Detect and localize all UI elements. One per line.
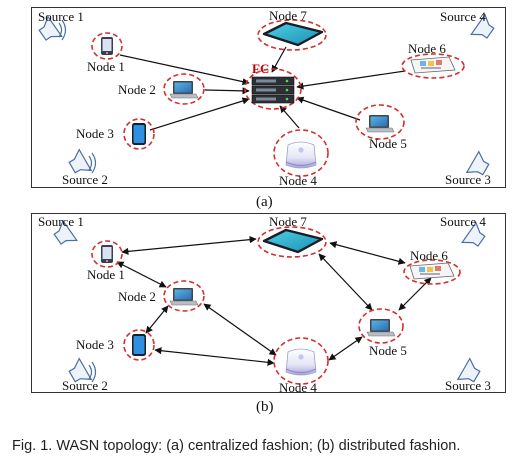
node7-ring: [257, 19, 327, 51]
node6-label-b: Node 6: [410, 248, 448, 263]
edge-node1-fc: [119, 54, 250, 86]
node1-phone-icon: [101, 37, 113, 55]
source2-label-b: Source 2: [62, 378, 108, 393]
node4-label-b: Node 4: [279, 380, 317, 395]
node7-ring-b: [257, 226, 327, 258]
node3-tablet-icon-b: [132, 334, 146, 356]
node4-ring: [273, 129, 329, 177]
node3-ring: [123, 118, 155, 150]
figure-caption: Fig. 1. WASN topology: (a) centralized f…: [12, 438, 460, 454]
panel-a-frame: [31, 7, 506, 188]
node5-label: Node 5: [369, 136, 407, 151]
panel-b-frame: [31, 213, 506, 393]
node1-label: Node 1: [87, 59, 125, 74]
node7-label: Node 7: [269, 8, 307, 23]
node5-label-b: Node 5: [369, 343, 407, 358]
node2-label-b: Node 2: [118, 289, 156, 304]
node1-label-b: Node 1: [87, 267, 125, 282]
node2-laptop-icon: [169, 80, 199, 99]
node5-ring-b: [358, 308, 404, 344]
fc-server-icon: [251, 76, 295, 104]
link-node2-node4: [203, 303, 277, 356]
source4-label: Source 4: [440, 9, 486, 24]
link-node7-node5: [318, 253, 373, 311]
node7-label-b: Node 7: [269, 214, 307, 229]
link-node4-node5: [328, 336, 363, 361]
node6-ring: [401, 53, 465, 79]
link-node2-node3: [145, 305, 169, 334]
node2-label: Node 2: [118, 82, 156, 97]
edge-node4-fc: [279, 105, 300, 129]
node4-label: Node 4: [279, 173, 317, 188]
node6-device-icon: [410, 56, 456, 74]
node6-ring-b: [403, 259, 461, 285]
panel-a-centralized: Source 1 Source 4 Source 2 Source 3 Node…: [35, 8, 498, 188]
node3-ring-b: [123, 329, 155, 361]
edge-node6-fc: [296, 70, 406, 90]
node3-label: Node 3: [76, 126, 114, 141]
node2-ring-b: [163, 280, 205, 312]
source4-label-b: Source 4: [440, 214, 486, 229]
node3-tablet-icon: [132, 123, 146, 145]
fc-label: FC: [252, 61, 269, 76]
source3-label: Source 3: [445, 172, 491, 187]
node4-pod-icon: [285, 141, 317, 169]
link-node6-node5: [398, 277, 432, 311]
node1-ring-b: [91, 240, 123, 268]
node2-laptop-icon-b: [169, 287, 199, 306]
node5-laptop-icon: [365, 114, 395, 133]
node5-laptop-icon-b: [366, 318, 396, 337]
fc-ring: [244, 68, 302, 110]
link-node7-node6: [329, 241, 406, 265]
source1-label: Source 1: [38, 9, 84, 24]
source1-label-b: Source 1: [38, 214, 84, 229]
node3-label-b: Node 3: [76, 337, 114, 352]
link-node3-node4: [154, 347, 275, 366]
node4-pod-icon-b: [285, 348, 317, 376]
panel-b-distributed: Source 1 Source 4 Source 2 Source 3 Node…: [38, 214, 491, 395]
edge-node2-fc: [204, 87, 250, 95]
node7-tablet-icon: [262, 21, 324, 47]
edge-node7-fc: [271, 46, 287, 73]
panel-a-subcaption: (a): [256, 194, 273, 210]
node2-ring: [163, 73, 205, 105]
node4-ring-b: [273, 337, 329, 385]
node6-device-icon-b: [409, 262, 455, 280]
node5-ring: [355, 104, 405, 140]
panel-b-subcaption: (b): [256, 399, 274, 415]
link-node1-node2: [116, 261, 167, 288]
edge-node3-fc: [149, 97, 250, 131]
node6-label: Node 6: [408, 41, 446, 56]
link-node1-node7: [121, 236, 257, 255]
node1-phone-icon-b: [101, 245, 113, 263]
source3-label-b: Source 3: [445, 378, 491, 393]
source2-label: Source 2: [62, 172, 108, 187]
node7-tablet-icon-b: [262, 228, 324, 254]
node1-ring: [91, 32, 123, 60]
edge-node5-fc: [296, 96, 361, 121]
